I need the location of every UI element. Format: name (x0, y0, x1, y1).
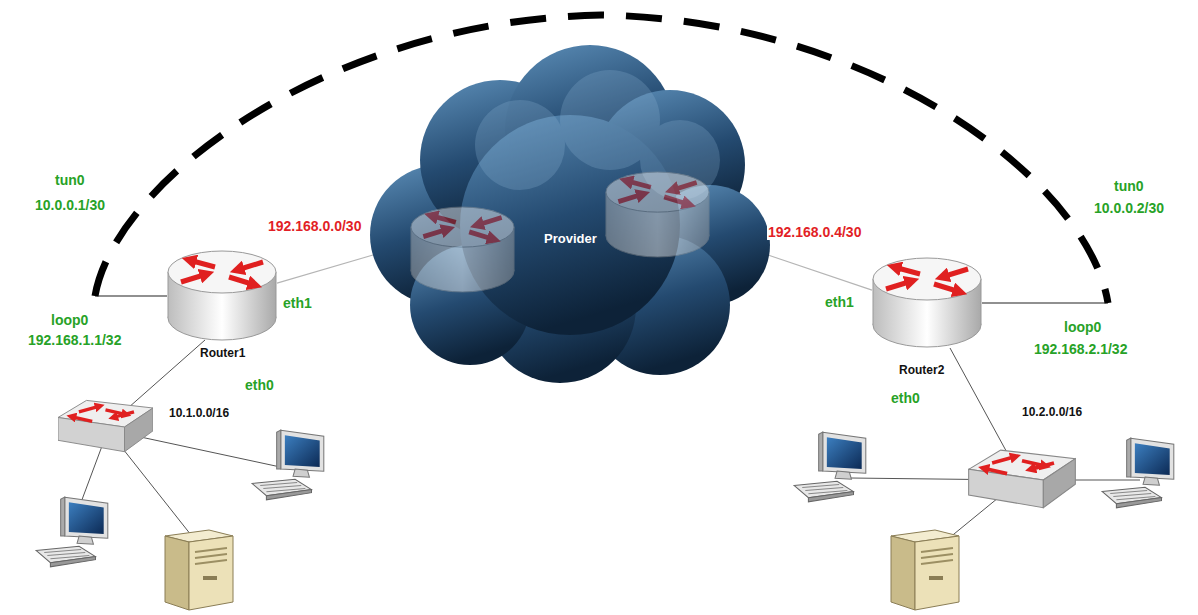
interface-label: 10.0.0.2/30 (1093, 200, 1165, 216)
interface-label: tun0 (54, 172, 86, 188)
lan-label: 10.1.0.0/16 (168, 405, 230, 421)
interface-label: 10.0.0.1/30 (34, 197, 106, 213)
router-node: Router1 (167, 250, 277, 342)
router-node: Router2 (872, 257, 982, 349)
interface-label: 192.168.2.1/32 (1033, 341, 1128, 357)
provider-cloud (370, 35, 770, 385)
interface-label: eth0 (244, 377, 275, 393)
interface-label: eth1 (824, 294, 855, 310)
link-connector (768, 255, 872, 290)
router-label: Router2 (898, 363, 945, 378)
provider-cloud: Provider (370, 35, 770, 385)
subnet-label: 192.168.0.4/30 (767, 224, 862, 240)
link-connector (277, 255, 373, 283)
cloud-label: Provider (544, 231, 597, 247)
lan-label: 10.2.0.0/16 (1021, 404, 1083, 420)
interface-label: loop0 (1063, 319, 1102, 335)
interface-label: eth0 (890, 390, 921, 406)
interface-label: eth1 (282, 295, 313, 311)
interface-label: 192.168.1.1/32 (27, 332, 122, 348)
interface-label: tun0 (1113, 178, 1145, 194)
router-icon (167, 250, 277, 342)
interface-label: loop0 (50, 312, 89, 328)
subnet-label: 192.168.0.0/30 (267, 218, 362, 234)
router-label: Router1 (199, 346, 246, 361)
router-icon (872, 257, 982, 349)
